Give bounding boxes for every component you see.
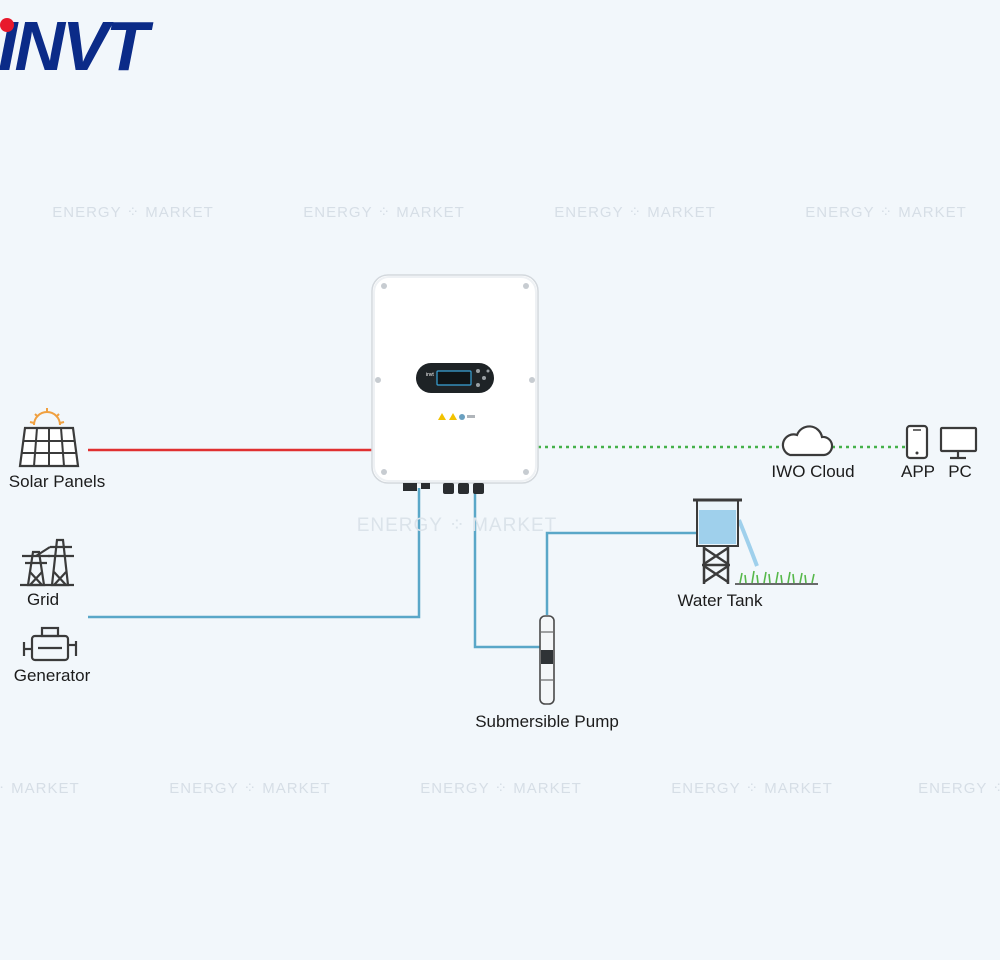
water-tank-icon	[693, 498, 759, 584]
watermark: ENERGY ⁘ MARKET	[356, 515, 558, 536]
label-app: APP	[900, 462, 936, 481]
label-pc: PC	[948, 462, 972, 481]
logo-text: INVT	[0, 7, 148, 85]
watermark: ENERGY ⁘ MARKET	[554, 204, 716, 221]
watermark: ENERGY ⁘ MARKET	[169, 780, 331, 797]
label-water-tank: Water Tank	[677, 591, 763, 610]
generator-icon	[22, 626, 78, 662]
watermark: ENERGY ⁘ MARKET	[671, 780, 833, 797]
watermark: ENERGY ⁘ MARKET	[805, 204, 967, 221]
submersible-pump-icon	[539, 615, 555, 705]
invt-logo: INVT	[0, 6, 168, 86]
cloud-icon	[781, 425, 834, 457]
label-solar-panels: Solar Panels	[8, 472, 106, 491]
label-iwo-cloud: IWO Cloud	[771, 462, 855, 481]
watermark: ENERGY ⁘ MARKET	[420, 780, 582, 797]
watermark: ⁘ MARKET	[0, 780, 80, 797]
label-grid: Grid	[26, 590, 60, 609]
watermark: ENERGY ⁘	[918, 780, 1000, 797]
inverter: invt	[371, 274, 539, 494]
water-pipe-line	[545, 531, 697, 615]
solar-panel-icon	[18, 408, 80, 468]
grass-icon	[735, 570, 818, 585]
inverter-connectors	[403, 483, 484, 494]
grid-tower-icon	[20, 538, 74, 587]
warning-labels	[438, 413, 475, 420]
watermark: ENERGY ⁘ MARKET	[52, 204, 214, 221]
pump-output-line	[473, 488, 540, 649]
grid-ac-line	[88, 488, 421, 619]
label-submersible-pump: Submersible Pump	[475, 712, 619, 731]
logo-dot	[0, 18, 14, 32]
watermark: ENERGY ⁘ MARKET	[303, 204, 465, 221]
lcd-brand: invt	[426, 372, 434, 378]
lcd-screen	[436, 370, 472, 386]
phone-icon	[905, 424, 929, 460]
monitor-icon	[939, 426, 978, 460]
label-generator: Generator	[13, 666, 91, 685]
